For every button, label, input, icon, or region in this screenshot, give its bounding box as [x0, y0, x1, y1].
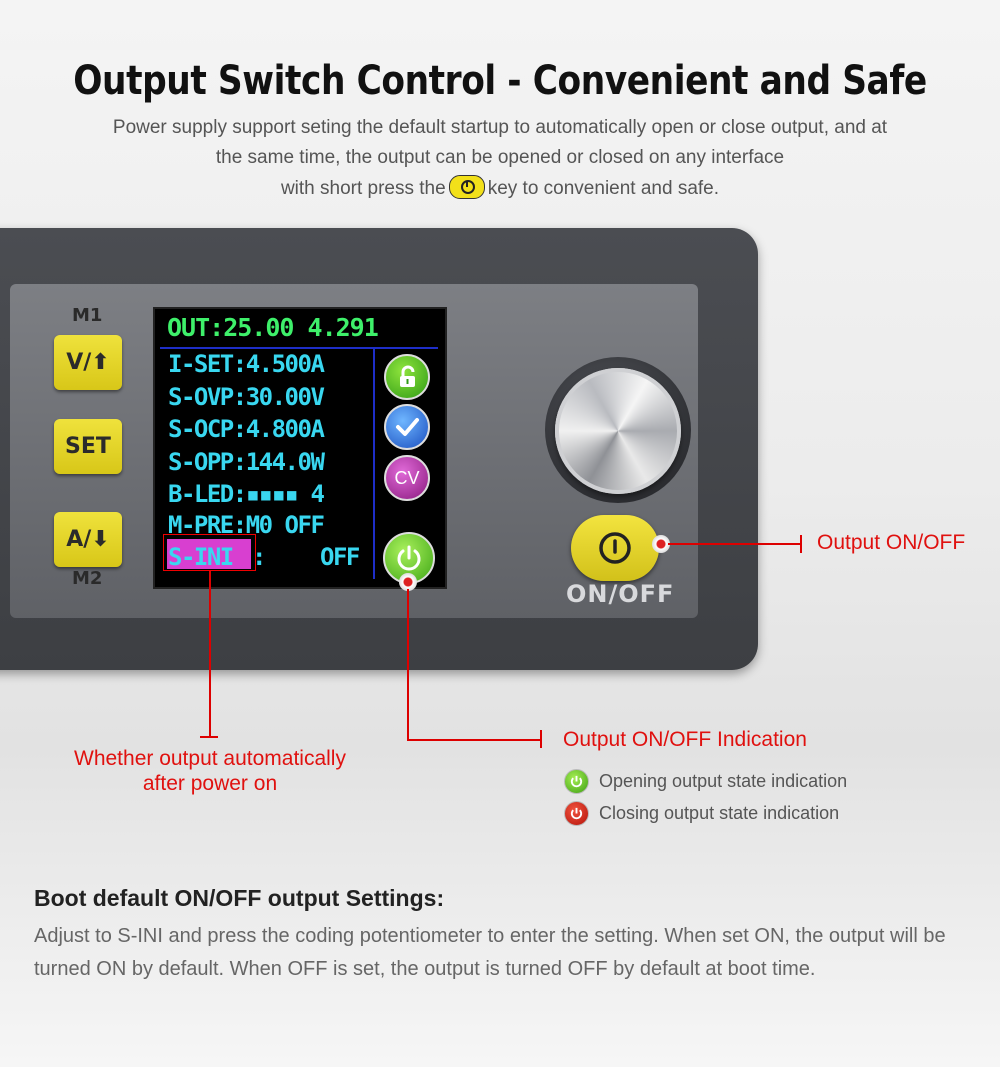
power-icon — [599, 532, 631, 564]
onoff-button[interactable] — [571, 515, 659, 581]
auto-output-line-1: Whether output automatically — [74, 747, 346, 770]
m1-label: M1 — [72, 305, 103, 326]
intro-line-2: the same time, the output can be opened … — [215, 147, 785, 168]
green-power-icon — [564, 769, 589, 794]
sini-callout-vline — [209, 571, 211, 737]
legend-closed-text: Closing output state indication — [599, 803, 840, 823]
screen-divider — [160, 347, 438, 349]
power-key-icon — [448, 175, 485, 199]
boot-settings-body: Adjust to S-INI and press the coding pot… — [34, 925, 946, 980]
setting-row-iset: I-SET:4.500A — [168, 350, 325, 378]
unlock-icon — [384, 354, 430, 400]
output-onoff-annotation: Output ON/OFF — [817, 531, 966, 554]
sini-value: OFF — [320, 543, 360, 571]
onoff-callout-line — [668, 543, 801, 545]
intro-line-3: with short press the key to convenient an… — [0, 175, 1000, 201]
intro-line-3-start: with short press the — [280, 178, 446, 200]
sini-highlight — [167, 539, 251, 569]
indicator-callout-dot — [399, 573, 417, 591]
page-title: Output Switch Control - Convenient and S… — [73, 58, 927, 104]
red-power-icon — [564, 801, 589, 826]
boot-settings-heading: Boot default ON/OFF output Settings: — [34, 885, 445, 911]
setting-row-socp: S-OCP:4.800A — [168, 415, 325, 443]
set-button[interactable]: SET — [54, 419, 122, 474]
indicator-callout-end — [540, 730, 542, 748]
m2-label: M2 — [72, 568, 103, 589]
setting-row-bled: B-LED:▪▪▪▪ 4 — [168, 480, 325, 508]
setting-row-sovp: S-OVP:30.00V — [168, 383, 325, 411]
legend-closed: Closing output state indication — [564, 801, 839, 826]
onoff-callout-dot — [652, 535, 670, 553]
legend-open: Opening output state indication — [564, 769, 847, 794]
setting-row-sopp: S-OPP:144.0W — [168, 448, 325, 476]
check-icon — [384, 404, 430, 450]
onoff-label: ON/OFF — [566, 580, 675, 608]
indicator-callout-vline — [407, 589, 409, 740]
sini-label: S-INI — [168, 543, 234, 571]
legend-open-text: Opening output state indication — [599, 771, 848, 791]
auto-output-annotation: Whether output automatically after power… — [0, 746, 420, 796]
intro-line-3-end: key to convenient and safe. — [487, 178, 720, 200]
intro-line-1: Power supply support seting the default … — [112, 117, 888, 138]
current-down-button[interactable]: A/⬇ — [54, 512, 122, 567]
indication-annotation: Output ON/OFF Indication — [563, 728, 807, 751]
auto-output-line-2: after power on — [142, 772, 278, 795]
indicator-callout-hline — [407, 739, 540, 741]
onoff-callout-end — [800, 535, 802, 553]
sini-callout-end — [200, 736, 218, 738]
voltage-up-button[interactable]: V/⬆ — [54, 335, 122, 390]
screen-vertical-divider — [373, 349, 375, 579]
cv-mode-icon: CV — [384, 455, 430, 501]
output-readout: OUT:25.00 4.291 — [167, 313, 379, 342]
sini-callout-box — [163, 534, 256, 571]
encoder-knob[interactable] — [555, 368, 681, 494]
